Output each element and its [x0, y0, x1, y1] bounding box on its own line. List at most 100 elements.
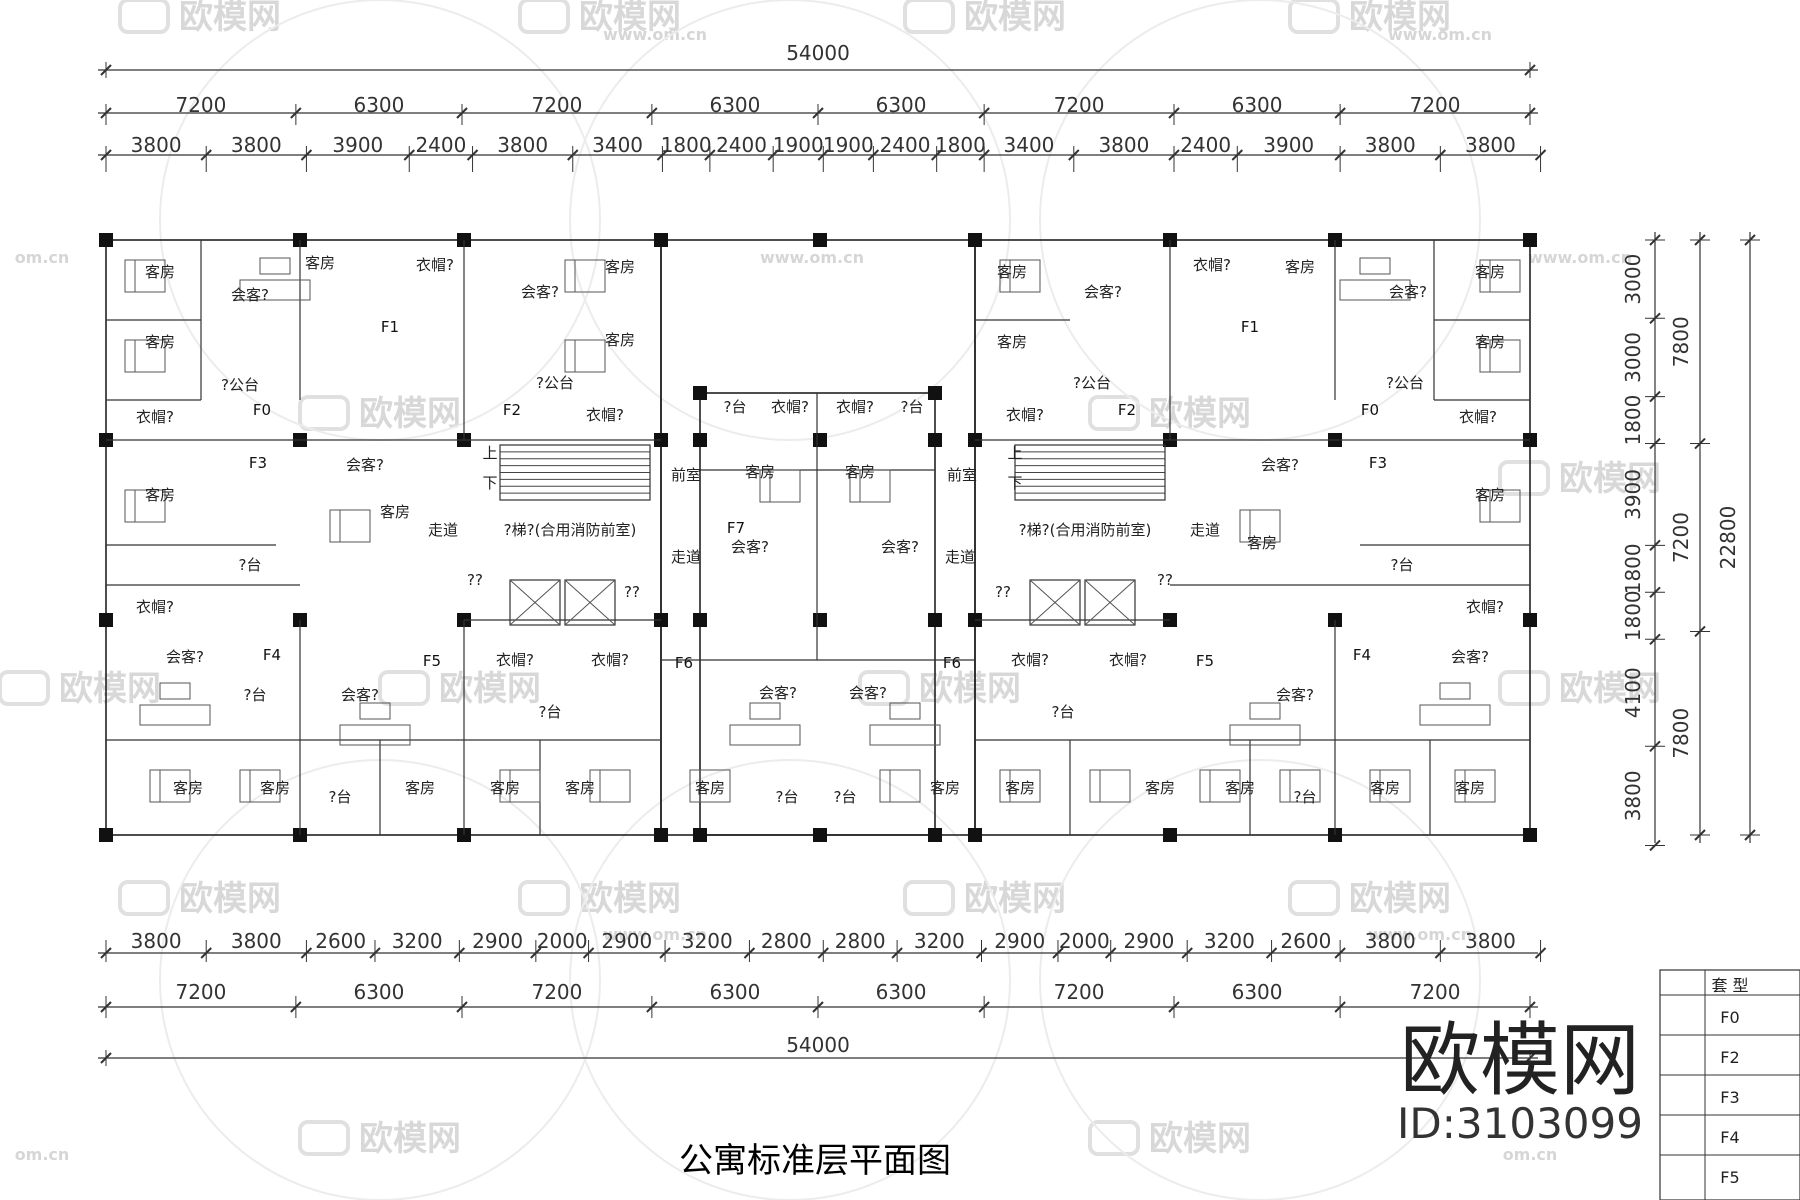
- room-label: ?台: [239, 556, 262, 574]
- room-label: 客房: [1285, 258, 1315, 276]
- watermark-stamp: 欧模网: [298, 394, 461, 434]
- room-label: ?公台: [1386, 374, 1424, 392]
- coffee-table: [1439, 682, 1471, 700]
- top-row1-dim-tick: [1334, 107, 1346, 119]
- sofa: [239, 279, 311, 301]
- bottom-row1-dim-label: 2900: [601, 929, 652, 953]
- room-label: 客房: [997, 333, 1027, 351]
- top-row2-dim-tick: [1534, 149, 1547, 161]
- right-row1-dim-label: 3000: [1621, 254, 1645, 305]
- elevator: [564, 579, 616, 626]
- structural-column: [1523, 233, 1537, 247]
- bottom-row1-dim-tick: [1434, 947, 1447, 959]
- right-row2-dim-label: 7200: [1669, 512, 1693, 563]
- watermark-brand: 欧模网: [1559, 669, 1661, 709]
- top-row2-dim-label: 1900: [773, 133, 824, 157]
- right-row1-dim-tick: [1649, 437, 1661, 450]
- top-row1-dim-tick: [978, 107, 990, 119]
- room-label: 衣帽?: [496, 651, 534, 669]
- bottom-row1-dim-label: 2600: [1280, 929, 1331, 953]
- top-row2-dim-label: 1900: [823, 133, 874, 157]
- bottom-row2-dim-label: 7200: [175, 980, 226, 1004]
- top-row2-dim-tick: [930, 149, 943, 161]
- room-label: 客房: [605, 258, 635, 276]
- bed-frame: [124, 489, 166, 523]
- bed-frame: [564, 339, 606, 373]
- room-label: 前室: [947, 466, 977, 484]
- room-label: 会客?: [346, 456, 384, 474]
- watermark-logo-icon: [118, 880, 170, 916]
- bed: [1479, 339, 1521, 373]
- room-label: ?公台: [1073, 374, 1111, 392]
- bottom-row2-dim-label: 6300: [353, 980, 404, 1004]
- bed: [1479, 259, 1521, 293]
- top-row2-dim-label: 2400: [880, 133, 931, 157]
- bottom-row2-dim-tick: [1334, 1001, 1346, 1013]
- room-label: ??: [995, 583, 1011, 601]
- room-label: ?台: [1391, 556, 1414, 574]
- bed-frame: [759, 469, 801, 503]
- room-label: 会客?: [1389, 283, 1427, 301]
- bottom-total-dim-label: 54000: [786, 1033, 850, 1057]
- room-label: 衣帽?: [416, 256, 454, 274]
- watermark-url: www.om.cn: [603, 925, 707, 944]
- room-label: 客房: [260, 779, 290, 797]
- structural-column: [813, 233, 827, 247]
- structural-column: [1523, 613, 1537, 627]
- room-label: 衣帽?: [836, 398, 874, 416]
- right-row1-dim-tick: [1649, 586, 1661, 599]
- room-label: 衣帽?: [591, 651, 629, 669]
- sofa: [729, 724, 801, 746]
- room-label: 客房: [380, 503, 410, 521]
- coffee-table: [749, 702, 781, 720]
- bottom-row2-dim-tick: [812, 1001, 824, 1013]
- room-label: 走道: [945, 548, 975, 566]
- sofa: [869, 724, 941, 746]
- bed-frame: [499, 769, 541, 803]
- watermark-stamp: 欧模网: [1498, 669, 1661, 709]
- unit-type-label: F6: [943, 654, 961, 672]
- bed-frame: [1454, 769, 1496, 803]
- watermark-brand: 欧模网: [964, 0, 1066, 37]
- unit-type-label: F3: [1369, 454, 1387, 472]
- top-row2-dim-tick: [656, 149, 669, 161]
- room-label: 会客?: [1276, 686, 1314, 704]
- right-row1-dim-label: 3900: [1621, 469, 1645, 520]
- watermark-url: www.om.cn: [603, 25, 707, 44]
- elevator: [1029, 579, 1081, 626]
- legend-header: 套 型: [1711, 976, 1748, 995]
- bed-frame: [689, 769, 731, 803]
- top-row1-dim-tick: [100, 107, 112, 119]
- watermark-brand: 欧模网: [964, 879, 1066, 919]
- watermark-brand: 欧模网: [579, 879, 681, 919]
- watermark-brand: 欧模网: [1149, 394, 1251, 434]
- top-row2-dim-label: 3800: [1098, 133, 1149, 157]
- stair-outline: [1014, 444, 1166, 501]
- room-label: 前室: [671, 466, 701, 484]
- legend-item: F4: [1720, 1128, 1739, 1147]
- room-label: ??: [624, 583, 640, 601]
- top-total-dim-tick: [100, 64, 112, 76]
- watermark-stamp: 欧模网: [518, 0, 681, 37]
- bottom-row1-dim-tick: [200, 947, 212, 959]
- bottom-row1-dim-label: 2000: [1059, 929, 1110, 953]
- sofa-set: [139, 682, 211, 726]
- room-label: 衣帽?: [136, 408, 174, 426]
- room-label: 客房: [1370, 779, 1400, 797]
- elevator-cross: [564, 579, 616, 626]
- bottom-row1-dim-tick: [975, 947, 988, 959]
- bed-frame: [1089, 769, 1131, 803]
- bottom-row1-dim-tick: [1052, 947, 1064, 959]
- top-row1-dim-tick: [646, 107, 658, 119]
- room-label: ?台: [1052, 703, 1075, 721]
- top-row1-dim-tick: [1168, 107, 1180, 119]
- structural-column: [813, 828, 827, 842]
- room-label: 客房: [1225, 779, 1255, 797]
- bottom-row1-dim-label: 3800: [131, 929, 182, 953]
- bed: [999, 769, 1041, 803]
- room-label: 衣帽?: [1006, 406, 1044, 424]
- unit-type-label: F1: [1241, 318, 1259, 336]
- legend-item: F0: [1720, 1008, 1739, 1027]
- structural-column: [654, 828, 668, 842]
